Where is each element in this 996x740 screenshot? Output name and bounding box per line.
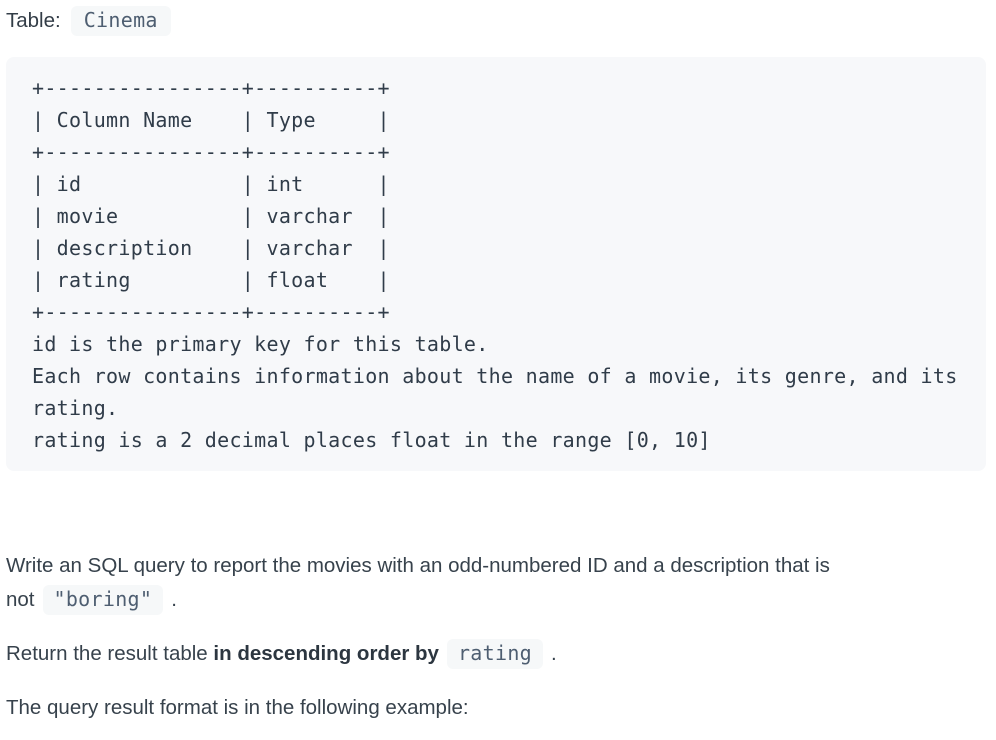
problem-statement-line2-prefix: not [6,588,35,611]
table-label: Table: [6,9,61,32]
result-format-text: The query result format is in the follow… [6,696,469,719]
problem-statement-paragraph: Write an SQL query to report the movies … [6,549,986,617]
schema-ascii-table: +----------------+----------+ | Column N… [32,76,958,452]
inline-code-rating: rating [446,639,543,669]
table-title-line: Table: Cinema [6,4,986,38]
problem-statement-period: . [171,588,177,611]
schema-code-block: +----------------+----------+ | Column N… [6,57,986,471]
result-format-paragraph: The query result format is in the follow… [6,691,986,725]
order-note-paragraph: Return the result table in descending or… [6,637,986,671]
order-note-prefix: Return the result table [6,642,208,665]
inline-code-boring: "boring" [42,585,164,615]
problem-statement-line1: Write an SQL query to report the movies … [6,554,830,577]
table-name-badge: Cinema [70,6,171,36]
bold-order-clause: in descending order by [213,642,439,665]
order-note-period: . [551,642,557,665]
